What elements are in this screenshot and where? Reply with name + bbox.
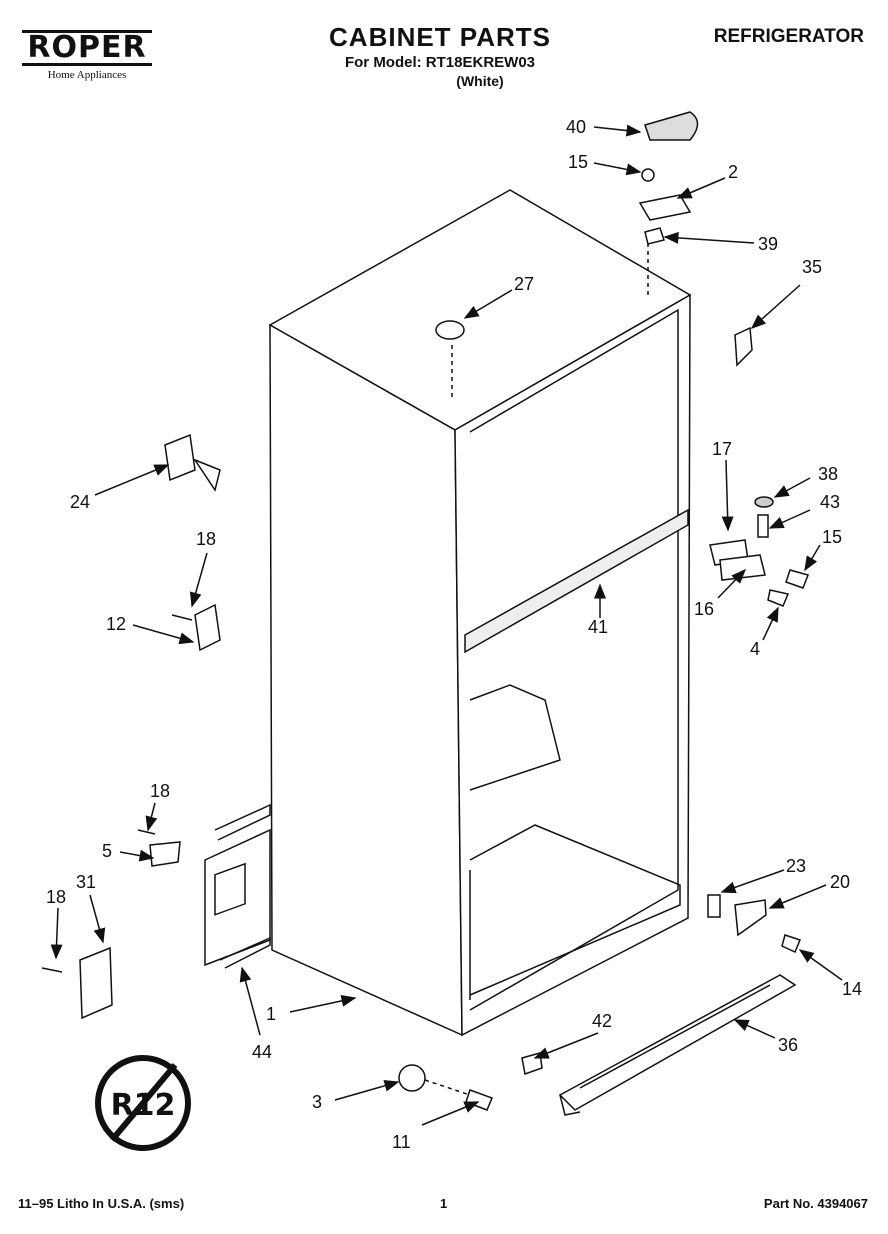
callout-11: 11 [392,1132,411,1152]
page-title: CABINET PARTS [329,22,551,52]
callout-41: 41 [588,617,608,637]
callout-23: 23 [786,856,806,876]
callout-40: 40 [566,117,586,137]
hinge-shim [734,326,753,367]
hinge-cover [644,111,699,141]
part-number: Part No. 4394067 [763,1196,868,1211]
callout-4: 4 [750,639,760,659]
brand-logo: ROPER Home Appliances [22,30,152,81]
callout-1: 1 [266,1004,276,1024]
callout-15: 15 [568,152,588,172]
model-variant: (White) [456,73,504,89]
callout-3: 3 [312,1092,322,1112]
model-number: For Model: RT18EKREW03 [344,54,536,71]
callout-44: 44 [252,1042,272,1062]
callout-35: 35 [802,257,822,277]
callout-36: 36 [778,1035,798,1055]
roller-assembly [398,1064,493,1111]
callout-27: 27 [514,274,534,294]
center-hinge [709,496,809,607]
callout-5: 5 [102,841,112,861]
callout-20: 20 [830,872,850,892]
callout-16: 16 [694,599,714,619]
callout-14: 14 [842,979,862,999]
hinge-bracket-left [171,603,221,652]
drain-tube [164,433,221,492]
callout-2: 2 [728,162,738,182]
print-info: 11–95 Litho In U.S.A. (sms) [18,1196,185,1211]
badge-text: R12 [111,1088,176,1123]
page-number: 1 [440,1196,448,1211]
r12-prohibited-badge [95,1055,191,1151]
callout-17: 17 [712,439,732,459]
category-label: REFRIGERATOR [713,26,864,47]
callout-42: 42 [592,1011,612,1031]
hinge-bracket-lower-left [137,829,181,867]
side-panel-left [204,803,271,969]
cover-plate [41,946,113,1020]
brand-subtitle: Home Appliances [47,69,127,81]
cabinet-body [268,189,692,1037]
brand-name: ROPER [22,30,152,66]
bottom-hinge [707,894,802,954]
callout-43: 43 [820,492,840,512]
callout-18-lower: 18 [150,781,170,801]
leader-lines [50,124,843,1126]
cabinet-plug [435,320,465,340]
toe-grille [558,974,797,1116]
callout-38: 38 [818,464,838,484]
callout-31: 31 [76,872,96,892]
callout-12: 12 [106,614,126,634]
callout-24: 24 [70,492,90,512]
callout-15-center: 15 [822,527,842,547]
callout-39: 39 [758,234,778,254]
callout-18: 18 [196,529,216,549]
top-hinge [638,168,692,245]
callout-18-bottom: 18 [46,887,66,907]
